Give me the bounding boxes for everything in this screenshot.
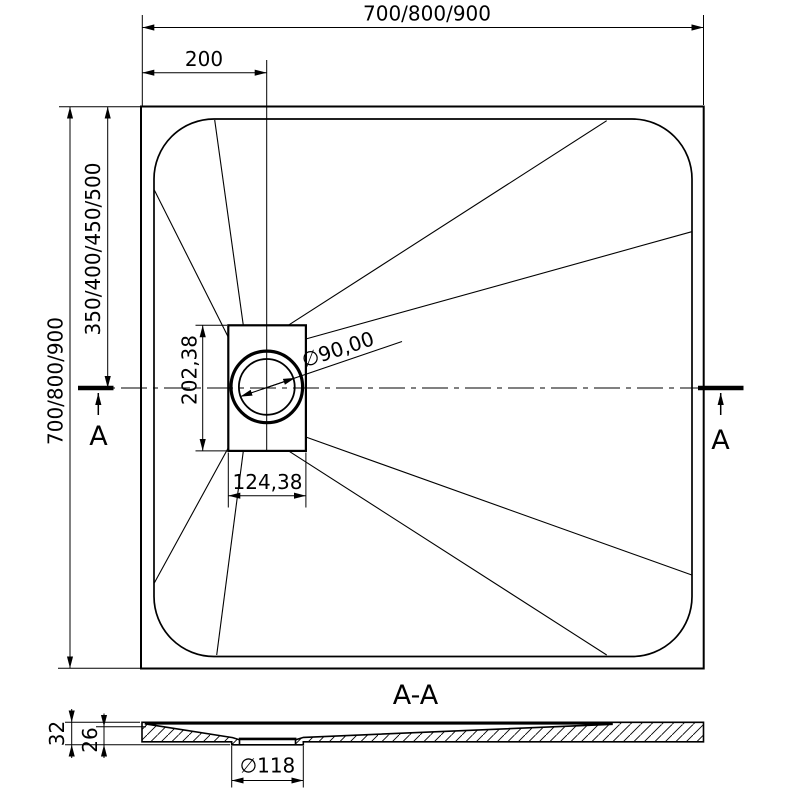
dim-height-left-label: 700/800/900	[44, 317, 68, 445]
plan-view: 700/800/900 200 700/800/900 350/400/450/…	[44, 2, 744, 670]
dim-drain-box-height: 202,38	[178, 324, 227, 452]
dim-width-top-label: 700/800/900	[363, 2, 491, 26]
tray-outer-edge	[140, 105, 705, 670]
section-material	[141, 721, 705, 746]
section-marker-right-label: A	[711, 425, 730, 456]
dim-drain-offset: 200	[142, 47, 267, 76]
dim-basin-depth: 26	[78, 713, 146, 758]
section-view: A-A 32 26 ∅118	[45, 680, 705, 788]
dim-drain-diameter-label: ∅90,00	[299, 326, 377, 372]
slope-fold-lines	[153, 119, 692, 656]
dim-center-left: 350/400/450/500	[81, 106, 111, 388]
dim-drain-box-height-label: 202,38	[178, 335, 202, 405]
drain-inner-circle	[237, 358, 296, 416]
drain-box	[227, 324, 308, 452]
tray-basin-edge	[153, 118, 693, 658]
dim-drain-offset-label: 200	[185, 47, 223, 71]
dim-drain-hole-label: ∅118	[240, 754, 296, 778]
section-marker-right: A	[711, 393, 730, 456]
dim-basin-depth-label: 26	[78, 727, 102, 752]
dim-width-top: 700/800/900	[141, 2, 704, 106]
drain-outer-circle	[229, 349, 305, 425]
dim-total-height-label: 32	[45, 721, 69, 746]
dim-drain-diameter: ∅90,00	[240, 326, 403, 398]
dim-height-left: 700/800/900	[44, 106, 140, 669]
section-title: A-A	[393, 680, 439, 711]
dim-total-height: 32	[45, 709, 230, 758]
dim-center-left-label: 350/400/450/500	[81, 163, 105, 336]
section-marker-left: A	[89, 393, 108, 452]
section-marker-left-label: A	[89, 421, 108, 452]
dim-drain-box-width-label: 124,38	[233, 470, 303, 494]
dim-drain-box-width: 124,38	[227, 452, 307, 508]
dim-drain-hole: ∅118	[231, 746, 304, 788]
